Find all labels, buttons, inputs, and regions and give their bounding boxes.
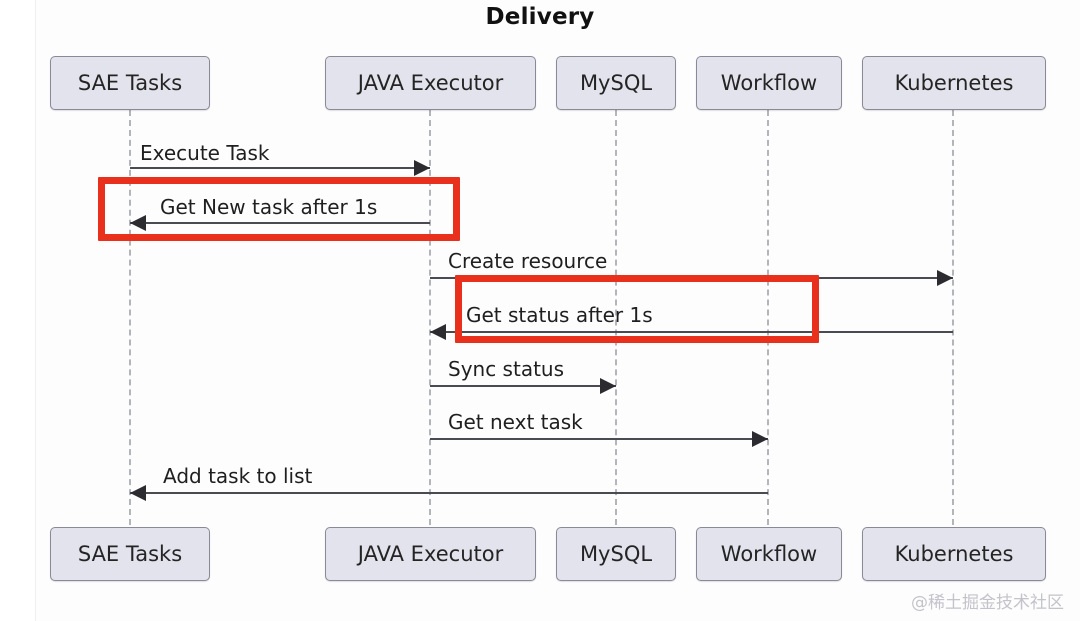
participant-mysql-bottom[interactable]: MySQL	[556, 527, 676, 581]
participant-label: SAE Tasks	[77, 71, 183, 95]
participant-label: Workflow	[720, 542, 818, 566]
message-line-m7	[130, 492, 768, 494]
lifeline-kubernetes	[952, 110, 954, 525]
arrow-head-right-m3	[937, 270, 953, 286]
participant-java-bottom[interactable]: JAVA Executor	[325, 527, 536, 581]
lifeline-sae	[129, 110, 131, 525]
participant-label: Workflow	[720, 71, 818, 95]
message-label-m3: Create resource	[448, 249, 608, 273]
message-label-m4: Get status after 1s	[466, 303, 653, 327]
page-gutter	[0, 0, 36, 621]
participant-label: SAE Tasks	[77, 542, 183, 566]
highlight-h1	[98, 177, 460, 241]
message-label-m7: Add task to list	[163, 464, 313, 488]
participant-kubernetes-bottom[interactable]: Kubernetes	[862, 527, 1046, 581]
message-label-m1: Execute Task	[140, 141, 270, 165]
participant-workflow-top[interactable]: Workflow	[696, 56, 842, 110]
message-label-m5: Sync status	[448, 357, 565, 381]
message-line-m1	[130, 167, 430, 169]
participant-workflow-bottom[interactable]: Workflow	[696, 527, 842, 581]
lifeline-workflow	[767, 110, 769, 525]
message-line-m6	[430, 438, 768, 440]
participant-sae-top[interactable]: SAE Tasks	[50, 56, 210, 110]
message-line-m4	[430, 331, 953, 333]
message-line-m5	[430, 385, 616, 387]
message-line-m2	[130, 222, 430, 224]
arrow-head-left-m7	[130, 485, 146, 501]
participant-java-top[interactable]: JAVA Executor	[325, 56, 536, 110]
participant-label: JAVA Executor	[357, 542, 504, 566]
arrow-head-left-m2	[130, 215, 146, 231]
message-label-m2: Get New task after 1s	[160, 195, 378, 219]
participant-label: Kubernetes	[894, 542, 1014, 566]
message-label-m6: Get next task	[448, 410, 583, 434]
participant-sae-bottom[interactable]: SAE Tasks	[50, 527, 210, 581]
watermark: @稀土掘金技术社区	[911, 593, 1064, 613]
lifeline-mysql	[615, 110, 617, 525]
participant-label: JAVA Executor	[357, 71, 504, 95]
page-title: Delivery	[485, 4, 595, 30]
participant-kubernetes-top[interactable]: Kubernetes	[862, 56, 1046, 110]
arrow-head-left-m4	[430, 324, 446, 340]
arrow-head-right-m1	[414, 160, 430, 176]
participant-mysql-top[interactable]: MySQL	[556, 56, 676, 110]
participant-label: MySQL	[579, 542, 653, 566]
participant-label: Kubernetes	[894, 71, 1014, 95]
arrow-head-right-m6	[752, 431, 768, 447]
highlight-h2	[455, 275, 819, 343]
participant-label: MySQL	[579, 71, 653, 95]
lifeline-java	[429, 110, 431, 525]
arrow-head-right-m5	[600, 378, 616, 394]
